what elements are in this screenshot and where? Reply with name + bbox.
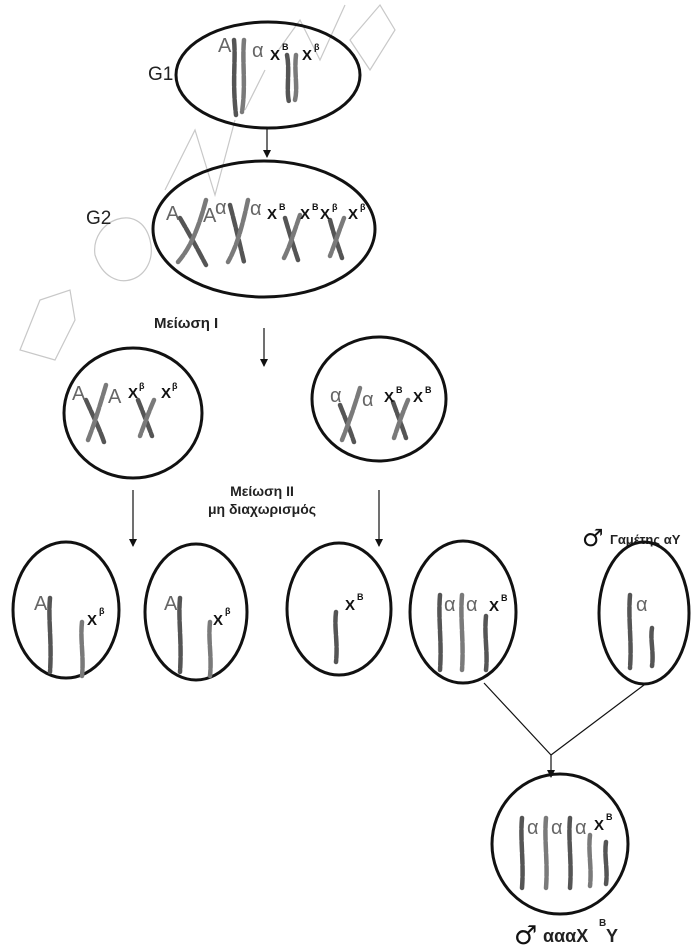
chromosomes-gamete-4 [437,592,489,673]
male-symbol-icon: ♂ [582,524,604,552]
allele-label: X [413,389,423,406]
allele-label: X [302,47,312,64]
allele-label: X [213,612,223,629]
allele-label: A [72,383,86,405]
chromosomes-meiosis1-left [83,382,157,445]
offspring-genotype-sup: B [599,918,606,929]
allele-label: X [489,598,499,615]
allele-label: β [99,606,105,616]
stage-label-nondisjunction: μη διαχωρισμός [208,501,316,517]
male-symbol-icon: ♂ [514,921,537,948]
chromosomes-male-gamete [627,592,655,671]
cell-meiosis1-right [310,335,448,463]
male-gamete [597,540,691,686]
allele-label: α [444,594,456,616]
fertilization-line [483,682,552,756]
allele-label: X [300,206,310,223]
cell-g1 [174,20,362,130]
allele-label: X [267,206,277,223]
cell-g2 [151,159,377,299]
chromosomes-g1 [231,37,299,118]
allele-label: β [314,42,320,52]
allele-label: α [527,817,539,839]
stage-label-meiosis1: Μείωση Ι [154,315,218,332]
gamete-3 [285,541,393,677]
allele-label: B [396,385,403,395]
allele-label: X [87,612,97,629]
allele-label: B [312,202,319,212]
chromosomes-g2 [175,197,347,268]
allele-label: A [34,593,48,615]
allele-label: α [330,385,342,407]
allele-label: α [551,817,563,839]
allele-label: α [466,594,478,616]
allele-label: X [384,389,394,406]
chromosomes-meiosis1-right [337,385,411,445]
allele-label: α [252,40,264,62]
offspring-genotype-label: αααX [543,926,588,946]
allele-label: β [360,202,366,212]
stage-label-g1: G1 [148,64,173,85]
allele-label: A [108,386,122,408]
zygote-cell [490,772,630,916]
allele-label: β [332,202,338,212]
allele-label: B [425,385,432,395]
allele-label: A [218,35,232,57]
allele-label: A [164,593,178,615]
allele-label: X [320,206,330,223]
cell-meiosis1-left [62,346,204,480]
gamete-1 [11,540,121,680]
gamete-2 [143,542,249,682]
allele-label: α [575,817,587,839]
allele-label: β [172,381,178,391]
allele-label: β [139,381,145,391]
allele-label: B [279,202,286,212]
allele-label: α [362,389,374,411]
allele-label: X [594,817,604,834]
stage-label-meiosis2: Μείωση ΙΙ [230,483,294,499]
allele-label: A [166,203,180,225]
watermark [19,3,396,361]
chromosomes-gamete-3 [333,609,339,665]
allele-label: A [203,205,217,227]
offspring-genotype-end: Y [606,926,618,946]
allele-label: X [348,206,358,223]
fertilization-line [550,684,645,756]
allele-label: X [128,385,138,402]
chromosomes-gamete-1 [47,595,85,679]
allele-label: B [282,42,289,52]
allele-label: α [215,197,227,219]
gamete-4 [408,539,518,685]
stage-label-g2: G2 [86,208,111,229]
allele-label: X [345,597,355,614]
male-gamete-label: Γαμέτης αY [610,532,681,547]
allele-label: B [606,812,613,822]
allele-label: α [636,594,648,616]
chromosomes-zygote [519,815,609,891]
allele-label: B [501,593,508,603]
chromosomes-gamete-2 [177,595,213,679]
allele-label: X [270,47,280,64]
allele-label: B [357,592,364,602]
allele-label: β [225,606,231,616]
allele-label: X [161,385,171,402]
allele-label: α [250,198,262,220]
